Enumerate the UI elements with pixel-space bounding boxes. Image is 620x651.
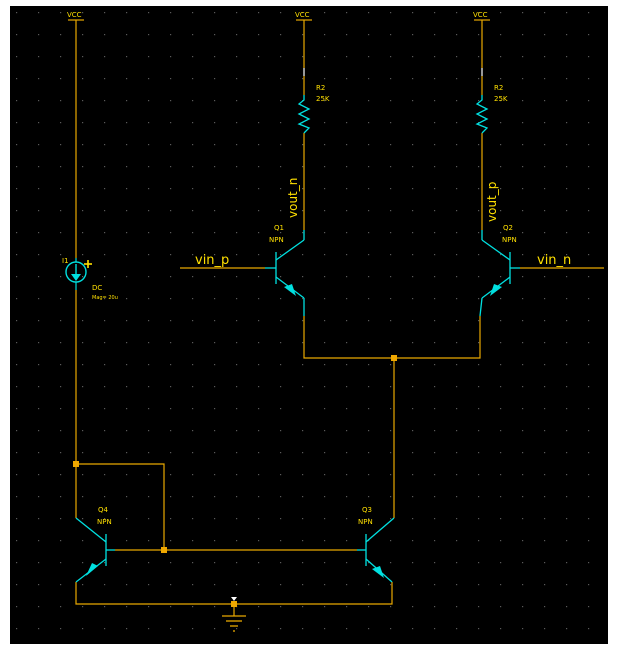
q3-name: Q3 <box>362 506 372 514</box>
q3-emitter-arrow <box>372 566 384 578</box>
i1-type: DC <box>92 284 102 292</box>
vcc-label-left: VCC <box>67 11 82 19</box>
junction-tail <box>391 355 397 361</box>
q1-name: Q1 <box>274 224 284 232</box>
q4-name: Q4 <box>98 506 109 514</box>
vcc-label-right: VCC <box>473 11 488 19</box>
r-right-name: R2 <box>494 84 503 92</box>
r-left-name: R2 <box>316 84 325 92</box>
q4-model: NPN <box>97 518 112 526</box>
resistor-r2-right <box>475 95 489 134</box>
wire-q4-feedback <box>76 463 165 550</box>
vcc-label-mid: VCC <box>295 11 310 19</box>
junction-q4-collector <box>73 461 79 467</box>
net-label-vin-n: vin_n <box>537 253 571 268</box>
resistor-stub-markers <box>303 68 483 76</box>
current-source-i1 <box>65 258 87 290</box>
schematic-background <box>10 6 608 644</box>
ground-icon <box>222 615 246 632</box>
ground-pin-marker <box>231 597 237 601</box>
q3-model: NPN <box>358 518 373 526</box>
q1-emitter-arrow <box>284 284 296 296</box>
q2-name: Q2 <box>503 224 513 232</box>
net-label-vout-n: vout_n <box>286 178 300 218</box>
q4-emitter-arrow <box>86 563 98 576</box>
r-left-value: 25K <box>316 95 330 103</box>
plus-sign-icon <box>84 260 92 268</box>
junction-base-bus <box>161 547 167 553</box>
q2-emitter-arrow <box>490 284 502 296</box>
junction-ground <box>231 601 237 607</box>
i1-param: Mag= 20u <box>92 295 118 301</box>
q2-model: NPN <box>502 236 517 244</box>
i1-name: I1 <box>62 257 69 265</box>
resistor-r2-left <box>297 95 311 134</box>
q1-model: NPN <box>269 236 284 244</box>
net-label-vin-p: vin_p <box>195 253 229 268</box>
transistor-q3 <box>357 517 395 583</box>
grid-dots <box>16 12 590 630</box>
junction-dots <box>73 355 397 607</box>
net-label-vout-p: vout_p <box>485 182 499 222</box>
r-right-value: 25K <box>494 95 508 103</box>
